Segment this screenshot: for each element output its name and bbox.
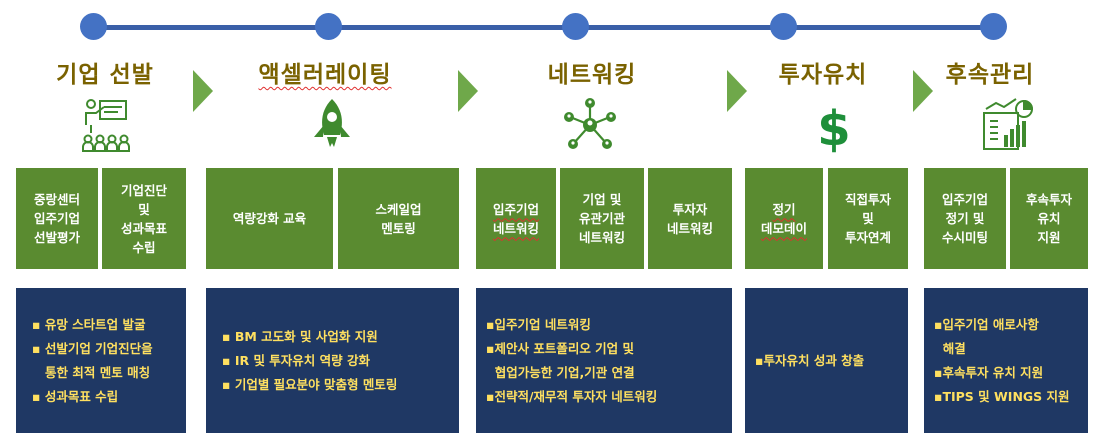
step-box-regular-meeting: 입주기업 정기 및 수시미팅 — [924, 168, 1006, 269]
step-box-institution-networking: 기업 및 유관기관 네트워킹 — [560, 168, 644, 269]
stage-title-selection: 기업 선발 — [56, 62, 154, 88]
step-box-tenant-networking: 입주기업 네트워킹 — [476, 168, 556, 269]
step-box-followup-investment: 후속투자 유치 지원 — [1010, 168, 1088, 269]
detail-item: 협업가능한 기업,기관 연결 — [486, 364, 635, 380]
timeline-dot-2 — [315, 13, 342, 40]
step-box-selection-evaluation: 중랑센터 입주기업 선발평가 — [16, 168, 98, 269]
chevron-arrow-icon — [458, 70, 478, 112]
timeline-dot-3 — [562, 13, 589, 40]
timeline-dot-4 — [770, 13, 797, 40]
stage-title-accelerating: 액셀러레이팅 — [258, 62, 392, 88]
detail-box-networking: ▪입주기업 네트워킹 ▪제안사 포트폴리오 기업 및 협업가능한 기업,기관 연… — [476, 288, 732, 433]
detail-item: 통한 최적 멘토 매칭 — [32, 364, 151, 380]
dollar-sign-icon: $ — [817, 101, 850, 155]
step-box-investor-networking: 투자자 네트워킹 — [648, 168, 732, 269]
detail-item: ▪ 선발기업 기업진단을 — [32, 340, 153, 356]
detail-box-accelerating: ▪ BM 고도화 및 사업화 지원 ▪ IR 및 투자유치 역량 강화 ▪ 기업… — [206, 288, 459, 433]
detail-item: ▪입주기업 애로사항 — [934, 316, 1039, 332]
detail-item: ▪전략적/재무적 투자자 네트워킹 — [486, 388, 658, 404]
detail-item: ▪후속투자 유치 지원 — [934, 364, 1044, 380]
detail-item: ▪입주기업 네트워킹 — [486, 316, 591, 332]
chevron-arrow-icon — [727, 70, 747, 112]
detail-item: 해결 — [934, 340, 966, 356]
stage-title-networking: 네트워킹 — [547, 62, 637, 88]
network-icon — [564, 98, 616, 149]
presentation-teacher-icon — [82, 99, 130, 152]
chevron-arrow-icon — [913, 70, 933, 112]
detail-item: ▪ 기업별 필요분야 맞춤형 멘토링 — [222, 376, 398, 392]
svg-text:$: $ — [817, 101, 850, 155]
detail-item: ▪ 성과목표 수립 — [32, 388, 119, 404]
detail-box-selection: ▪ 유망 스타트업 발굴 ▪ 선발기업 기업진단을 통한 최적 멘토 매칭 ▪ … — [16, 288, 186, 433]
step-box-demoday: 정기 데모데이 — [745, 168, 823, 269]
stage-title-investment: 투자유치 — [778, 62, 868, 88]
detail-item: ▪투자유치 성과 창출 — [755, 352, 865, 368]
step-box-diagnosis-goals: 기업진단 및 성과목표 수립 — [102, 168, 186, 269]
detail-item: ▪ IR 및 투자유치 역량 강화 — [222, 352, 371, 368]
timeline-dot-1 — [80, 13, 107, 40]
detail-item: ▪제안사 포트폴리오 기업 및 — [486, 340, 635, 356]
step-box-direct-investment: 직접투자 및 투자연계 — [828, 168, 908, 269]
report-chart-icon — [983, 98, 1034, 150]
detail-item: ▪TIPS 및 WINGS 지원 — [934, 388, 1070, 404]
detail-box-investment: ▪투자유치 성과 창출 — [745, 288, 908, 433]
detail-item: ▪ 유망 스타트업 발굴 — [32, 316, 146, 332]
step-box-scaleup-mentoring: 스케일업 멘토링 — [338, 168, 459, 269]
stage-title-followup: 후속관리 — [945, 62, 1035, 88]
chevron-arrow-icon — [193, 70, 213, 112]
detail-item: ▪ BM 고도화 및 사업화 지원 — [222, 328, 378, 344]
timeline-line — [92, 25, 992, 30]
detail-box-followup: ▪입주기업 애로사항 해결 ▪후속투자 유치 지원 ▪TIPS 및 WINGS … — [924, 288, 1088, 433]
step-box-capacity-training: 역량강화 교육 — [206, 168, 333, 269]
rocket-icon — [314, 99, 350, 147]
timeline-dot-5 — [980, 13, 1007, 40]
